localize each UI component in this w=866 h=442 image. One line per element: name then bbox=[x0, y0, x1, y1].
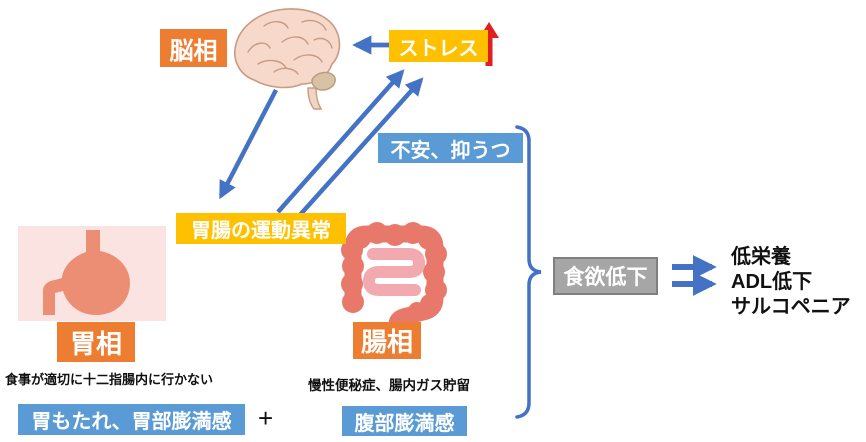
stomach-symptoms-label: 胃もたれ、胃部膨満感 bbox=[18, 404, 245, 435]
stomach-symptoms-text: 胃もたれ、胃部膨満感 bbox=[31, 411, 232, 433]
intestine-note: 慢性便秘症、腸内ガス貯留 bbox=[308, 378, 470, 393]
abdominal-fullness-text: 腹部膨満感 bbox=[354, 412, 455, 435]
appetite-loss-text: 食欲低下 bbox=[563, 266, 648, 289]
stomach-phase-label: 胃相 bbox=[57, 322, 135, 362]
stomach-phase-text: 胃相 bbox=[69, 328, 122, 359]
brain-phase-text: 脳相 bbox=[169, 37, 218, 65]
stomach-note: 食事が適切に十二指腸内に行かない bbox=[5, 372, 214, 387]
stress-text: ストレス bbox=[398, 37, 479, 60]
anxiety-depression-text: 不安、抑うつ bbox=[390, 139, 511, 162]
intestine-phase-text: 腸相 bbox=[360, 327, 413, 357]
outcome-adl-decline: ADL低下 bbox=[731, 271, 813, 293]
gi-motility-text: 胃腸の運動異常 bbox=[191, 220, 331, 242]
plus-sign: + bbox=[258, 403, 274, 433]
outcome-low-nutrition: 低栄養 bbox=[731, 246, 791, 268]
outcome-sarcopenia: サルコペニア bbox=[731, 296, 851, 318]
gi-motility-label: 胃腸の運動異常 bbox=[176, 213, 346, 244]
stress-label: ストレス bbox=[389, 30, 488, 62]
appetite-loss-label: 食欲低下 bbox=[553, 257, 658, 295]
outcomes-text: 低栄養 ADL低下 サルコペニア bbox=[731, 245, 851, 320]
abdominal-fullness-label: 腹部膨満感 bbox=[342, 406, 467, 436]
brain-phase-label: 脳相 bbox=[160, 29, 227, 67]
brain-icon bbox=[234, 8, 341, 110]
anxiety-depression-label: 不安、抑うつ bbox=[378, 133, 523, 163]
stomach-panel bbox=[18, 226, 166, 321]
stomach-icon bbox=[43, 230, 130, 315]
intestine-phase-label: 腸相 bbox=[353, 322, 421, 359]
intestine-icon bbox=[341, 222, 447, 335]
bracket-symptoms-to-appetite bbox=[515, 125, 542, 419]
